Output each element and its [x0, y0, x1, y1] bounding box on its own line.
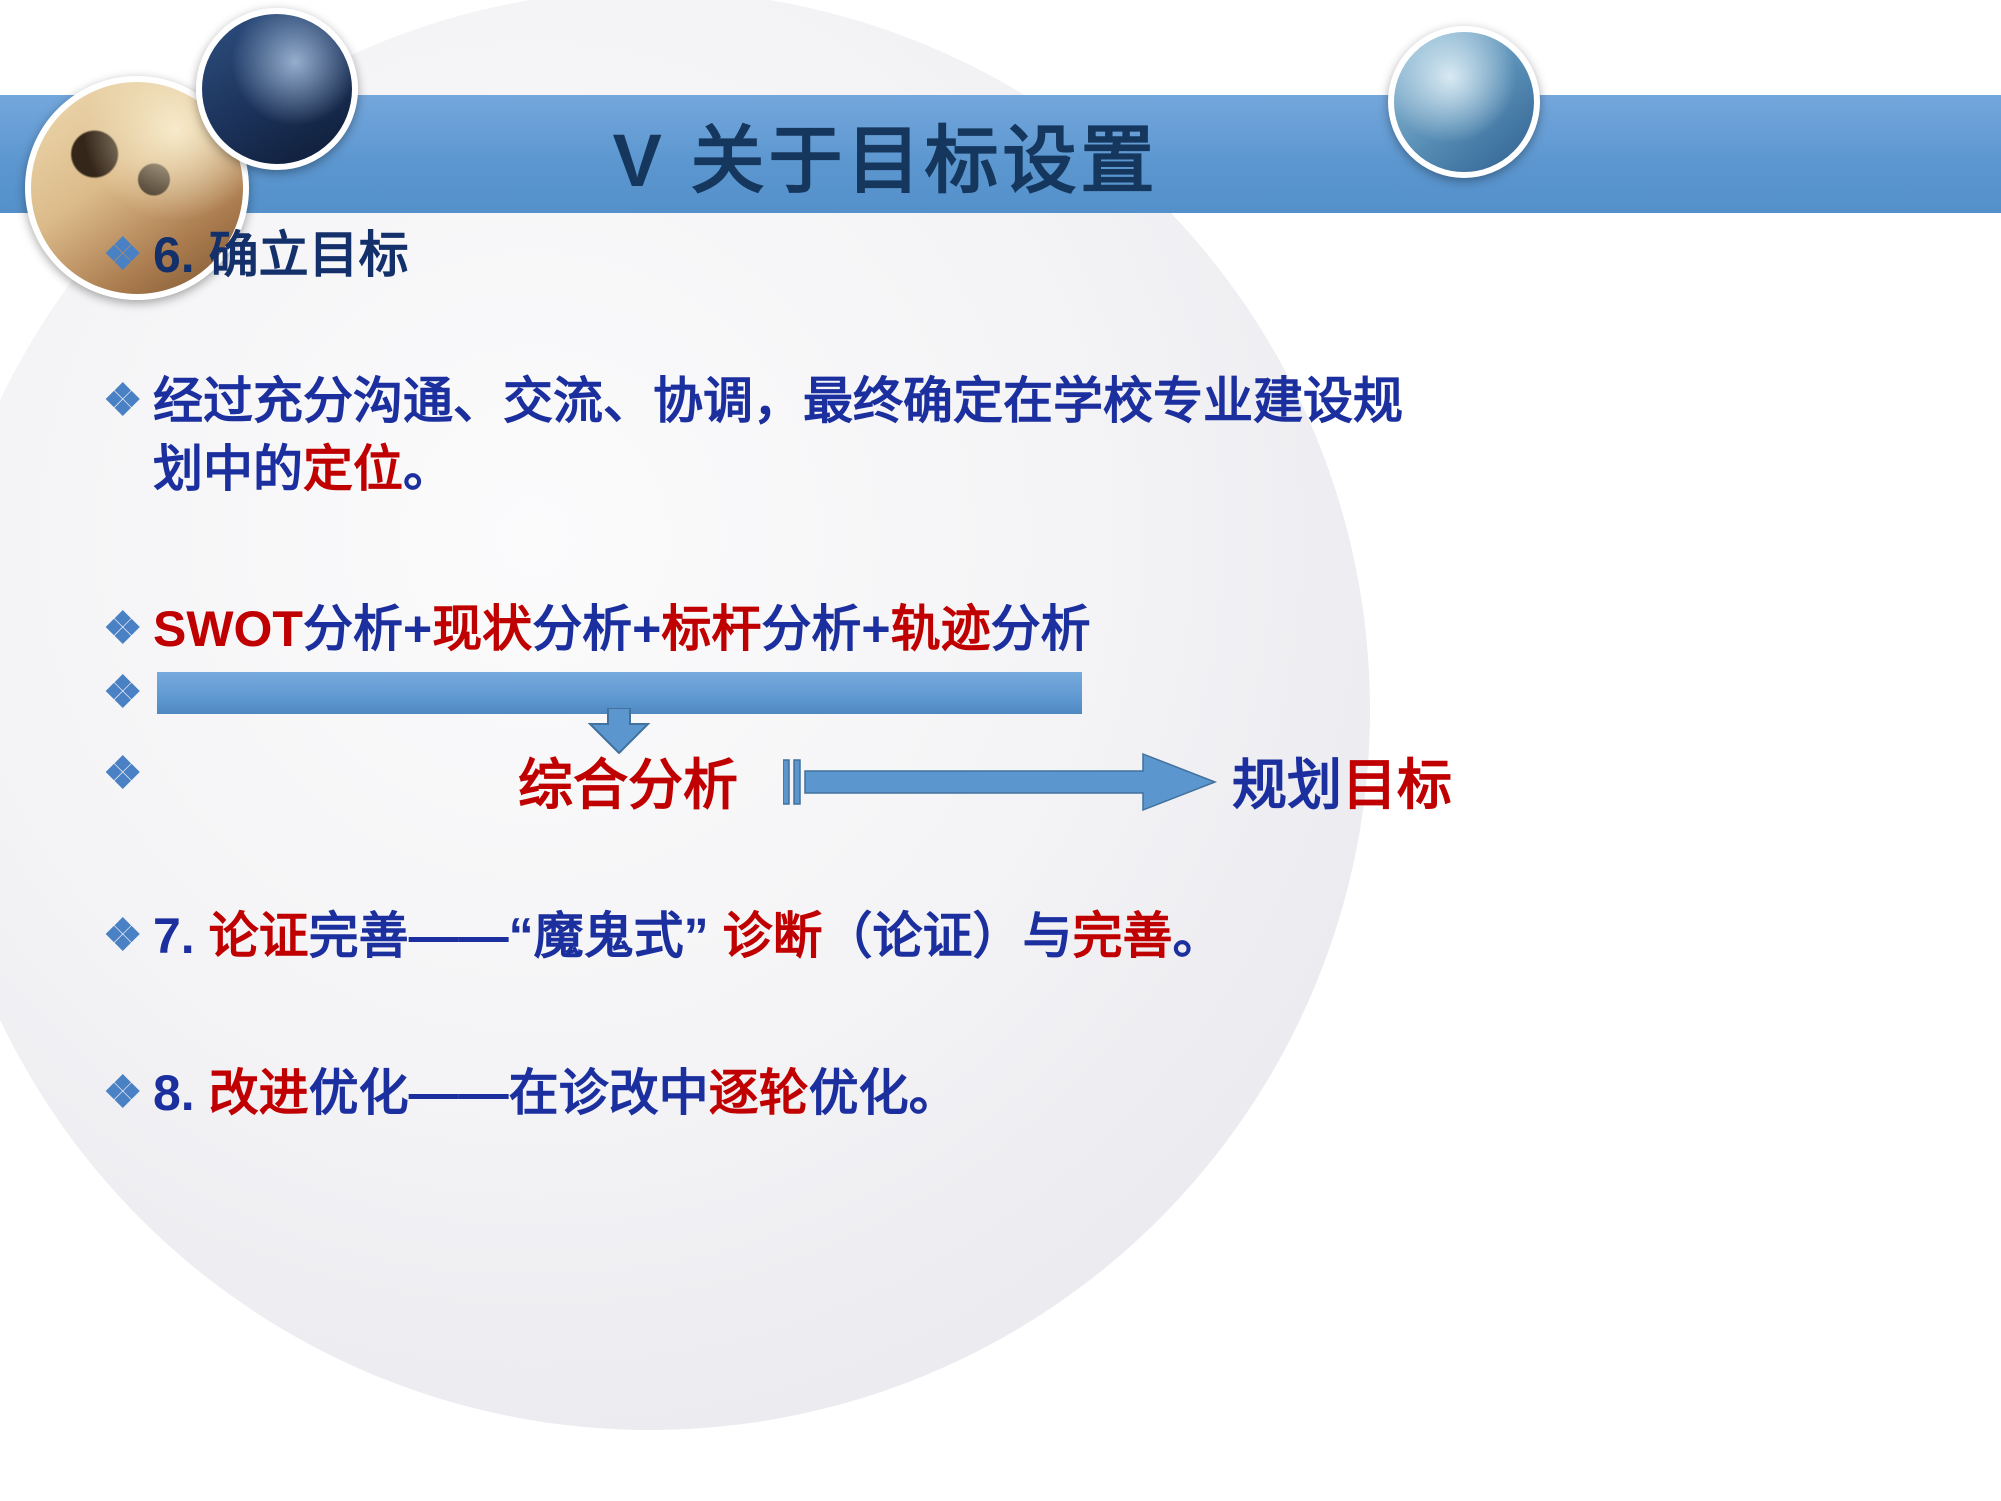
diamond-bullet-icon: ❖ — [103, 230, 143, 279]
diamond-bullet-icon: ❖ — [103, 668, 143, 717]
planning-goal-label: 规划目标 — [1232, 754, 1453, 816]
bullet-item-7: ❖ 7. 论证完善——“魔鬼式” 诊断（论证）与完善。 — [103, 903, 1223, 971]
item6-text: 6. 确立目标 — [153, 227, 409, 283]
diamond-bullet-icon: ❖ — [103, 1068, 143, 1117]
slide-title: V 关于目标设置 — [612, 118, 1159, 202]
item7-text: 7. 论证完善——“魔鬼式” 诊断（论证）与完善。 — [153, 908, 1223, 964]
bullet-item-swot: ❖ SWOT分析+现状分析+标杆分析+轨迹分析 — [103, 596, 1091, 664]
process-bar — [157, 672, 1082, 714]
diamond-bullet-icon: ❖ — [103, 911, 143, 960]
handshake-photo — [196, 8, 358, 170]
combined-analysis-label: 综合分析 — [518, 754, 739, 816]
diamond-bullet-icon: ❖ — [103, 604, 143, 653]
meeting-photo — [1388, 26, 1540, 178]
item8-text: 8. 改进优化——在诊改中逐轮优化。 — [153, 1065, 959, 1121]
diamond-bullet-icon: ❖ — [103, 749, 143, 798]
swot-text: SWOT分析+现状分析+标杆分析+轨迹分析 — [153, 601, 1091, 657]
diamond-bullet-icon: ❖ — [103, 376, 143, 425]
paragraph-line2: 划中的定位。 — [153, 440, 453, 497]
bullet-item-paragraph: ❖ 经过充分沟通、交流、协调，最终确定在学校专业建设规 划中的定位。 — [103, 368, 1403, 503]
bullet-item-6: ❖ 6. 确立目标 — [103, 222, 409, 290]
bullet-item-bar: ❖ — [103, 660, 1082, 726]
paragraph-line1: 经过充分沟通、交流、协调，最终确定在学校专业建设规 — [153, 373, 1403, 429]
down-arrow-icon — [587, 708, 651, 754]
right-arrow-icon — [783, 752, 1218, 812]
bullet-item-8: ❖ 8. 改进优化——在诊改中逐轮优化。 — [103, 1060, 959, 1128]
paragraph-text: 经过充分沟通、交流、协调，最终确定在学校专业建设规 划中的定位。 — [153, 368, 1403, 503]
